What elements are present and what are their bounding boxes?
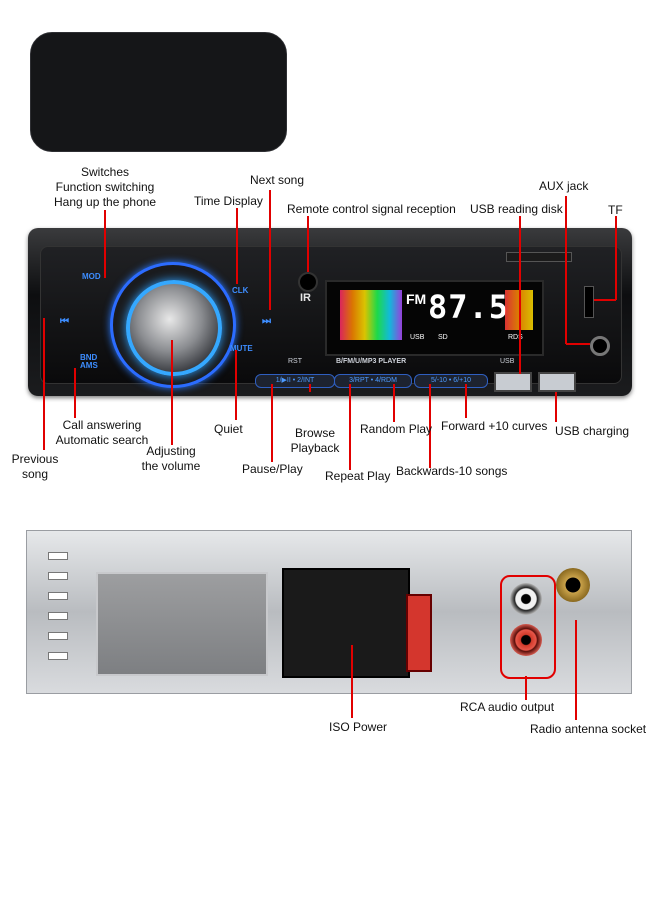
band-indicator: FM: [406, 291, 427, 307]
preset-buttons-3-4[interactable]: 3/RPT • 4/RDM: [334, 374, 412, 388]
volume-knob[interactable]: [126, 280, 222, 376]
rear-slot: [48, 592, 68, 600]
previous-song-button[interactable]: ⏮: [60, 316, 69, 327]
tf-slot[interactable]: [584, 286, 594, 318]
usb-port-reading[interactable]: [494, 372, 532, 392]
callout-repeat-play: Repeat Play: [325, 469, 391, 483]
callout-forward-curves: Forward +10 curves: [441, 419, 548, 433]
callout-browse: Browse: [294, 426, 335, 440]
ir-label: IR: [300, 292, 311, 304]
rdm-button[interactable]: 4/RDM: [375, 377, 397, 384]
clk-button[interactable]: CLK: [232, 286, 249, 295]
player-label: B/FM/U/MP3 PLAYER: [336, 358, 407, 365]
callout-volume: Adjusting the volume: [136, 444, 206, 474]
iso-connector-red-latch: [406, 594, 432, 672]
preset-buttons-5-6[interactable]: 5/-10 • 6/+10: [414, 374, 488, 388]
rear-slot: [48, 612, 68, 620]
rear-slot: [48, 652, 68, 660]
callout-switches: Switches: [80, 165, 130, 179]
button-panel: [30, 32, 287, 152]
callout-aux-jack: AUX jack: [539, 179, 589, 193]
callout-iso-power: ISO Power: [329, 720, 388, 734]
callout-rca-output: RCA audio output: [460, 700, 555, 714]
rds-indicator: RDS: [508, 334, 523, 341]
callout-call-answering: Call answering: [62, 418, 142, 432]
callout-time-display: Time Display: [194, 194, 263, 208]
aux-jack[interactable]: [590, 336, 610, 356]
antenna-socket[interactable]: [556, 568, 590, 602]
callout-next-song: Next song: [250, 173, 305, 187]
callout-song: song: [21, 467, 49, 481]
callout-pause-play: Pause/Play: [242, 462, 303, 476]
minus-10-button[interactable]: 5/-10: [430, 377, 447, 384]
callout-tf: TF: [608, 203, 623, 217]
ir-sensor: [298, 272, 318, 292]
plus-10-button[interactable]: 6/+10: [453, 377, 472, 384]
callout-playback: Playback: [290, 441, 340, 455]
callout-antenna: Radio antenna socket: [530, 722, 647, 736]
mute-button[interactable]: MUTE: [230, 344, 253, 353]
callout-remote-control: Remote control signal reception: [287, 202, 456, 216]
callout-usb-reading: USB reading disk: [470, 202, 563, 216]
usb-port-label: USB: [500, 358, 515, 365]
spectrum-bars-left: [340, 290, 402, 340]
cd-slot: [506, 252, 572, 262]
rst-button[interactable]: RST: [288, 358, 302, 365]
callout-backwards: Backwards-10 songs: [396, 464, 508, 478]
callout-random-play: Random Play: [360, 422, 433, 436]
callout-previous-song: Previous song: [8, 452, 62, 482]
usb-indicator: USB: [410, 334, 425, 341]
frequency-readout: 87.5: [428, 288, 510, 326]
callout-browse-playback: Browse Playback: [290, 426, 340, 456]
callout-adjusting: Adjusting: [146, 444, 196, 458]
callout-quiet: Quiet: [214, 422, 243, 436]
rca-white-jack[interactable]: [510, 583, 542, 615]
rear-slot: [48, 632, 68, 640]
iso-connector: [282, 568, 410, 678]
callout-the-volume: the volume: [141, 459, 201, 473]
rear-slot: [48, 572, 68, 580]
rpt-button[interactable]: 3/RPT: [349, 377, 369, 384]
callout-usb-charging: USB charging: [555, 424, 630, 438]
callout-bnd: Call answering Automatic search: [52, 418, 152, 448]
rear-vent-window: [96, 572, 268, 676]
rca-red-jack[interactable]: [510, 624, 542, 656]
pause-play-button[interactable]: 1/▶II: [275, 377, 291, 384]
callout-function-switching: Function switching: [55, 180, 155, 194]
callout-mod: Switches Function switching Hang up the …: [54, 165, 156, 210]
rear-slot: [48, 552, 68, 560]
preset-buttons-1-2[interactable]: 1/▶II • 2/INT: [255, 374, 335, 388]
spectrum-bars-right: [505, 290, 533, 330]
callout-hang-up: Hang up the phone: [54, 195, 157, 209]
rca-highlight-box: [500, 575, 556, 679]
bnd-ams-button[interactable]: BND AMS: [80, 353, 98, 370]
next-song-button[interactable]: ⏭: [262, 316, 271, 327]
mod-button[interactable]: MOD: [82, 272, 101, 281]
sd-indicator: SD: [438, 334, 448, 341]
usb-port-charging[interactable]: [538, 372, 576, 392]
callout-previous: Previous: [11, 452, 59, 466]
int-button[interactable]: 2/INT: [297, 377, 315, 384]
callout-automatic-search: Automatic search: [55, 433, 149, 447]
